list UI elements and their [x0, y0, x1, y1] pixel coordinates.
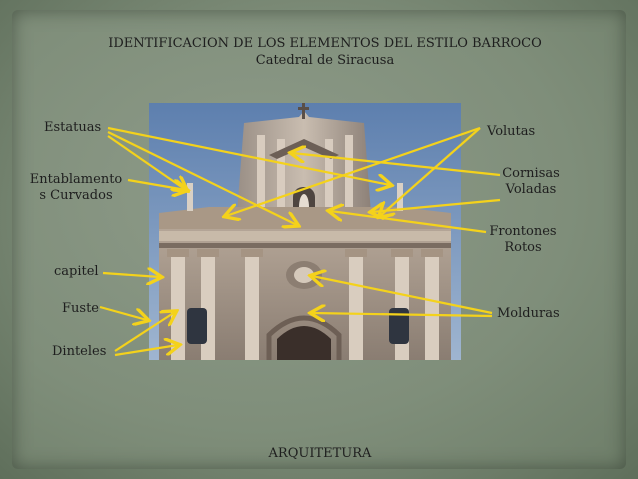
label-entablamento-line2: s Curvados — [39, 188, 113, 204]
label-entablamentos-curvados: Entablamento s Curvados — [24, 172, 128, 205]
label-capitel: capitel — [54, 264, 99, 279]
slide-footer: ARQUITETURA — [268, 446, 372, 461]
label-estatuas: Estatuas — [44, 120, 102, 135]
label-dinteles: Dinteles — [52, 344, 107, 359]
cathedral-photo — [149, 103, 461, 360]
label-entablamento-line1: Entablamento — [29, 172, 123, 187]
label-fuste: Fuste — [62, 301, 99, 316]
label-frontones-line1: Frontones — [489, 224, 557, 239]
label-frontones-line2: Rotos — [504, 240, 542, 256]
label-frontones-rotos: Frontones Rotos — [484, 224, 562, 257]
cathedral-facade-illustration — [149, 103, 461, 360]
slide-subtitle: Catedral de Siracusa — [255, 53, 395, 68]
label-volutas: Volutas — [487, 124, 536, 139]
slide-title: IDENTIFICACION DE LOS ELEMENTOS DEL ESTI… — [108, 36, 542, 51]
label-cornisas-voladas: Cornisas Voladas — [493, 166, 569, 199]
label-cornisas-line2: Voladas — [505, 182, 557, 198]
label-molduras: Molduras — [497, 306, 560, 321]
label-cornisas-line1: Cornisas — [502, 166, 560, 181]
